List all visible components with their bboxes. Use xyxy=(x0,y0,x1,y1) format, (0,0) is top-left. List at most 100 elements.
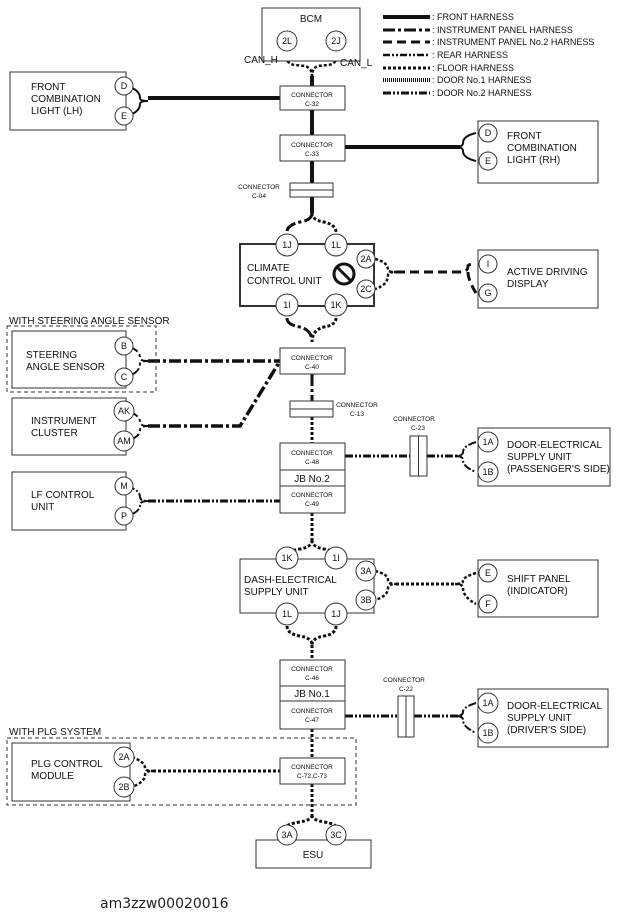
pin-label: 3A xyxy=(360,566,371,576)
pin-circle xyxy=(325,30,347,52)
wire-active-display xyxy=(396,262,478,294)
pin-circle xyxy=(477,722,499,744)
wire-climate-1i xyxy=(285,317,314,343)
connector-code: C-46 xyxy=(305,675,319,682)
pin-circle xyxy=(275,602,299,626)
connector-code: C-13 xyxy=(350,411,364,418)
pin-label: 1B xyxy=(482,728,493,738)
legend-label: : REAR HARNESS xyxy=(432,50,508,60)
wire-dash-1l xyxy=(285,625,314,646)
pin-circle xyxy=(478,151,498,171)
pin-circle xyxy=(114,106,134,126)
pin-circle xyxy=(355,560,377,582)
connector-word: CONNECTOR xyxy=(291,142,333,149)
pin-circles xyxy=(113,30,499,846)
pin-label: 1J xyxy=(282,240,292,250)
wire-door-drv-pins xyxy=(454,702,477,734)
pin-circle xyxy=(355,589,377,611)
pin-label: 2A xyxy=(118,752,129,762)
dash-line: DASH-ELECTRICAL xyxy=(244,575,337,586)
active-display-line: ACTIVE DRIVING xyxy=(507,267,588,278)
pin-circle xyxy=(113,776,135,798)
shift-line: SHIFT PANEL xyxy=(507,574,571,585)
fcl-rh-line: COMBINATION xyxy=(507,143,577,154)
pin-label: 3C xyxy=(330,830,342,840)
legend xyxy=(383,15,430,95)
connector-word: CONNECTOR xyxy=(291,666,333,673)
connector-code: C-33 xyxy=(305,151,319,158)
pin-label: E xyxy=(121,111,127,121)
can-h-label: CAN_H xyxy=(244,55,278,66)
wire-climate-1l xyxy=(310,212,338,233)
steering-group-box xyxy=(6,325,157,393)
climate-line: CLIMATE xyxy=(247,263,290,274)
pin-label: D xyxy=(485,128,492,138)
connector-word: CONNECTOR xyxy=(291,450,333,457)
connector-word: CONNECTOR xyxy=(238,184,280,191)
boxes xyxy=(6,7,611,869)
esu-box xyxy=(255,839,372,869)
pin-label: 1J xyxy=(331,609,341,619)
pin-label: 1A xyxy=(482,437,493,447)
pin-label: I xyxy=(487,259,490,269)
fcl-rh-line: FRONT xyxy=(507,131,541,142)
pin-label: 2J xyxy=(331,36,341,46)
connector-c72 xyxy=(279,757,346,785)
pin-circle xyxy=(113,430,135,452)
door-drv-line: DOOR-ELECTRICAL xyxy=(507,701,602,712)
pin-circle xyxy=(325,824,347,846)
wire-fcl-lh-pins xyxy=(126,85,149,117)
lf-control-line: LF CONTROL xyxy=(31,490,95,501)
pin-circle xyxy=(324,602,348,626)
pin-circle xyxy=(114,506,134,526)
connector-word: CONNECTOR xyxy=(291,492,333,499)
wire-dash-1k xyxy=(285,539,314,558)
junction-block-labels: JB No.2 JB No.1 xyxy=(294,474,330,700)
cluster-line: CLUSTER xyxy=(31,428,78,439)
pin-circle xyxy=(356,279,376,299)
connector-c49 xyxy=(279,485,346,514)
pin-circle xyxy=(114,367,134,387)
pin-label: 2C xyxy=(360,284,372,294)
fcl-rh-box xyxy=(477,120,599,184)
pin-label: D xyxy=(121,81,128,91)
pin-circle xyxy=(478,123,498,143)
active-display-box xyxy=(477,249,599,309)
connector-word: CONNECTOR xyxy=(291,764,333,771)
legend-label: : DOOR No.1 HARNESS xyxy=(432,75,532,85)
plg-line: PLG CONTROL xyxy=(31,759,103,770)
pin-circle xyxy=(276,30,298,52)
wire-can-h xyxy=(285,51,314,77)
connector-c32 xyxy=(279,85,346,111)
wire-can-l xyxy=(310,51,338,77)
door-drv-line: SUPPLY UNIT xyxy=(507,713,572,724)
legend-label: : FLOOR HARNESS xyxy=(432,63,514,73)
plg-group-title: WITH PLG SYSTEM xyxy=(9,727,101,738)
pin-circle xyxy=(275,233,299,257)
pin-label: 3B xyxy=(360,595,371,605)
connector-word: CONNECTOR xyxy=(291,92,333,99)
steering-group-title: WITH STEERING ANGLE SENSOR xyxy=(9,316,170,327)
connector-word: CONNECTOR xyxy=(336,402,378,409)
connector-code: C-49 xyxy=(305,501,319,508)
wire-climate-1k xyxy=(310,317,338,343)
pin-circle xyxy=(275,293,299,317)
connector-code: C-48 xyxy=(305,459,319,466)
wire-shift-pins-b xyxy=(454,571,477,606)
pin-label: 1L xyxy=(282,609,292,619)
legend-label: : INSTRUMENT PANEL No.2 HARNESS xyxy=(432,37,594,47)
pin-label: F xyxy=(485,599,491,609)
pin-label: E xyxy=(485,156,491,166)
pin-circle xyxy=(477,431,499,453)
door-drv-box xyxy=(477,688,609,748)
active-display-line: DISPLAY xyxy=(507,279,549,290)
wire-shift-pins-a xyxy=(374,569,397,602)
pin-circle xyxy=(478,254,498,274)
connector-code: C-22 xyxy=(399,686,413,693)
pin-circle xyxy=(478,283,498,303)
lf-control-box xyxy=(11,471,127,531)
pin-label: B xyxy=(121,341,127,351)
legend-label: : DOOR No.2 HARNESS xyxy=(432,88,532,98)
pin-circle xyxy=(477,461,499,483)
